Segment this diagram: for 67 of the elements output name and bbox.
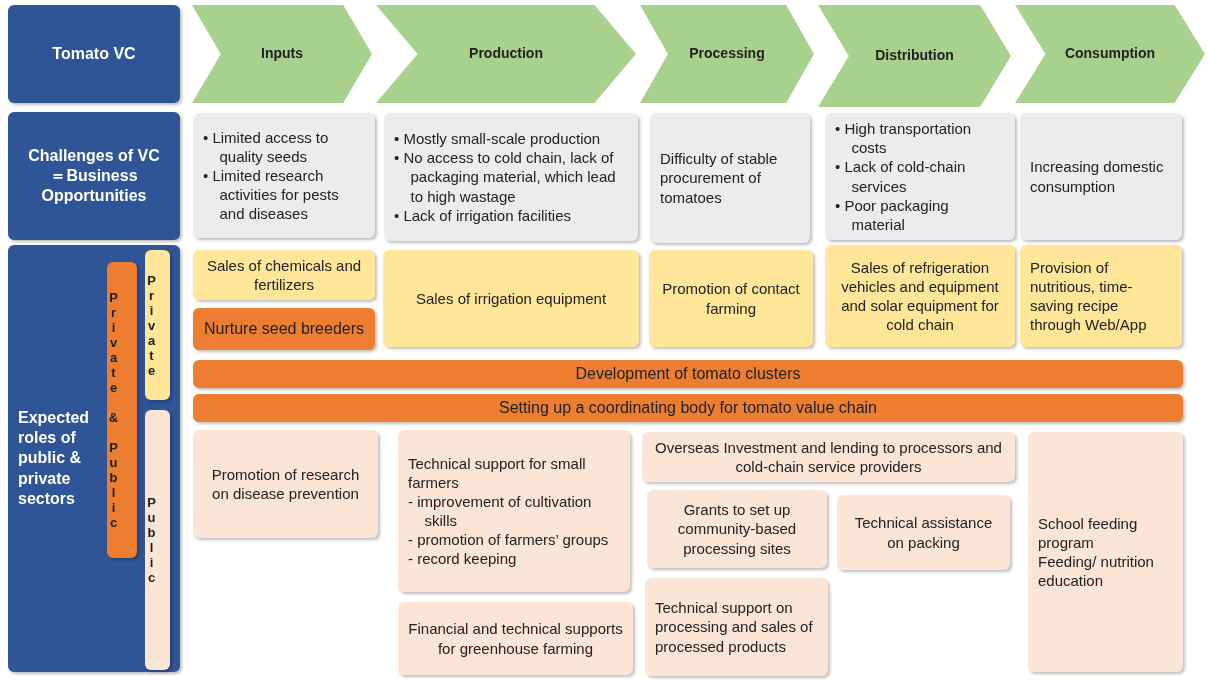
card-text: • High transportation costs — [835, 119, 973, 158]
card-text: - record keeping — [408, 549, 518, 569]
header-text: Challenges of VC ＝Business Opportunities — [27, 145, 161, 207]
info-card — [193, 113, 375, 238]
sector-label: Private — [145, 272, 158, 378]
card-text: School feeding program — [1038, 513, 1139, 552]
stage-label: Production — [468, 45, 544, 63]
info-card — [1020, 245, 1182, 347]
card-text: • Limited research activities for pests and diseases — [203, 165, 340, 224]
role-card — [193, 250, 375, 300]
card-text: • Mostly small-scale production — [394, 129, 602, 149]
role-card — [193, 430, 378, 538]
info-card — [384, 113, 638, 241]
card-text: • Lack of irrigation facilities — [394, 205, 572, 225]
role-card — [642, 432, 1015, 482]
sector-bar — [145, 410, 170, 670]
card-text: • Lack of cold-chain services — [835, 157, 967, 196]
card-text: Technical support on processing and sales of processed products — [655, 598, 814, 656]
card-text: Difficulty of stable procurement of tomatoes — [660, 149, 779, 207]
row-header — [8, 112, 180, 240]
role-card — [647, 490, 827, 568]
sector-label: Public — [145, 495, 158, 585]
card-text: Provision of nutritious, time-saving recipe through Web/App — [1030, 257, 1148, 335]
role-banner — [193, 360, 1183, 388]
card-text: Sales of refrigeration vehicles and equipment and solar equipment for cold chain — [840, 257, 1000, 335]
info-card — [398, 430, 630, 592]
role-card — [193, 308, 375, 350]
card-text: • Poor packaging material — [835, 195, 950, 234]
info-card — [645, 578, 828, 676]
card-text: Technical assistance on packing — [853, 513, 994, 552]
info-card — [825, 113, 1015, 240]
card-text: Promotion of research on disease prevention — [210, 464, 361, 504]
card-text: Development of tomato clusters — [574, 363, 802, 384]
info-card — [650, 113, 810, 243]
stage-label: Processing — [688, 45, 766, 63]
stage-label: Distribution — [874, 47, 955, 65]
stage-label: Consumption — [1063, 45, 1157, 63]
card-text: - promotion of farmers’ groups — [408, 530, 610, 550]
header-text: Tomato VC — [51, 43, 137, 64]
card-text: • Limited access to quality seeds — [203, 127, 330, 166]
row-header — [8, 5, 180, 103]
card-text: Promotion of contact farming — [661, 279, 801, 318]
card-text: Feeding/ nutrition education — [1038, 552, 1155, 591]
card-text: Setting up a coordinating body for tomato value chain — [498, 397, 878, 418]
card-text: Overseas Investment and lending to processors and cold-chain service providers — [654, 437, 1003, 477]
info-card — [1020, 113, 1182, 240]
card-text: Sales of chemicals and fertilizers — [205, 255, 363, 295]
card-text: Financial and technical supports for greenhouse farming — [408, 619, 623, 658]
sector-bar — [145, 250, 170, 400]
card-text: Sales of irrigation equipment — [414, 288, 608, 308]
card-text: - improvement of cultivation skills — [408, 491, 593, 531]
row-header — [8, 245, 180, 672]
card-text: Increasing domestic consumption — [1030, 157, 1165, 196]
role-card — [649, 250, 813, 347]
card-text: Nurture seed breeders — [203, 318, 365, 339]
sector-label: Private & Public — [107, 290, 120, 530]
role-card — [383, 250, 639, 347]
role-banner — [193, 394, 1183, 422]
role-card — [837, 495, 1010, 570]
role-card — [398, 602, 633, 675]
role-card — [825, 245, 1015, 347]
sector-bar — [107, 262, 137, 558]
card-text: Technical support for small farmers — [408, 453, 587, 492]
card-text: Grants to set up community-based processing sites — [676, 500, 798, 558]
stage-label: Inputs — [260, 45, 304, 63]
card-text: • No access to cold chain, lack of packaging material, which lead to high wastage — [394, 148, 617, 206]
info-card — [1028, 432, 1183, 672]
